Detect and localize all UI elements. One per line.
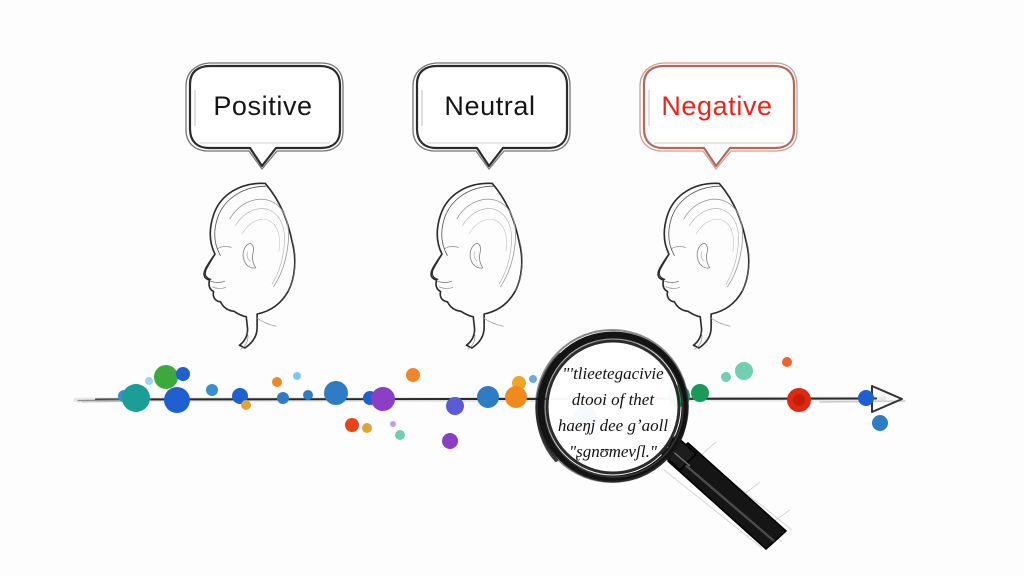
head-profile-negative — [657, 182, 751, 351]
bubble-label-positive: Positive — [213, 91, 312, 121]
bubble-label-neutral: Neutral — [444, 91, 535, 121]
magnified-text-line-2: dtooi of thet — [572, 390, 655, 409]
magnified-text-line-1: "'tlieetegacivie — [562, 364, 664, 383]
timeline-points — [118, 357, 888, 449]
bubble-positive[interactable]: Positive — [185, 62, 344, 170]
bubble-negative[interactable]: Negative — [639, 62, 798, 170]
magnified-text-line-4: "ʂgnʊmevʃl." — [569, 442, 658, 461]
magnified-text-line-3: haeŋj dee gʼaoll — [558, 416, 668, 435]
bubble-label-negative: Negative — [661, 91, 772, 121]
head-profile-positive — [203, 182, 297, 351]
magnifying-glass[interactable]: "'tlieetegacivie dtooi of thet haeŋj dee… — [535, 329, 793, 550]
head-profile-neutral — [430, 182, 524, 351]
bubble-neutral[interactable]: Neutral — [412, 62, 571, 170]
